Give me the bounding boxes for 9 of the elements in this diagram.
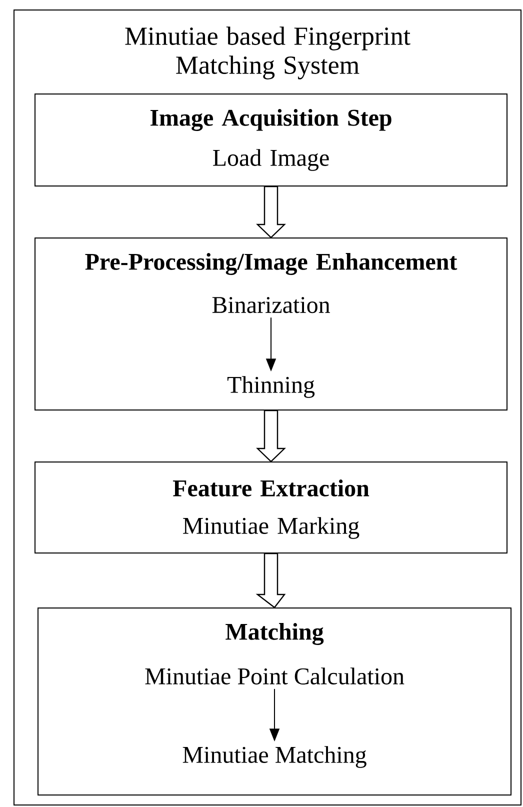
block-arrow (256, 186, 286, 238)
step-text: Binarization (212, 296, 330, 314)
step-text: Minutiae Point Calculation (145, 668, 404, 684)
block-arrow (256, 410, 286, 462)
step-text: Minutiae Matching (182, 746, 366, 768)
step-box: Feature Extraction Minutiae Marking (34, 462, 508, 554)
step-text: Thinning (227, 376, 315, 398)
block-arrow (256, 552, 286, 608)
step-box: Image Acquisition Step Load Image (34, 94, 508, 186)
